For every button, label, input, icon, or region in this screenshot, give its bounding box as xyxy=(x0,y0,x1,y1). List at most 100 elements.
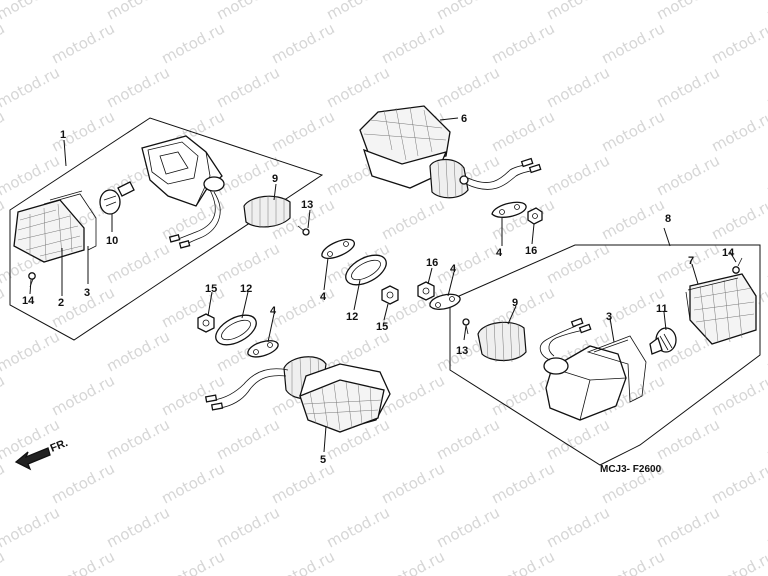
watermark-text: motod.ru xyxy=(433,63,502,111)
watermark-text: motod.ru xyxy=(763,415,768,463)
ring-12-lower xyxy=(215,314,257,346)
watermark-text: motod.ru xyxy=(488,459,557,507)
watermark-text: motod.ru xyxy=(708,547,768,576)
watermark-text: motod.ru xyxy=(0,459,8,507)
plate-4-middle-right xyxy=(429,293,461,310)
watermark-text: motod.ru xyxy=(0,195,8,243)
callout-15-lower: 15 xyxy=(205,283,217,295)
ring-12-middle xyxy=(345,254,387,286)
watermark-text: motod.ru xyxy=(708,107,768,155)
leader-lines xyxy=(29,117,737,453)
watermark-text: motod.ru xyxy=(598,107,667,155)
watermark-text: motod.ru xyxy=(48,371,117,419)
watermark-text: motod.ru xyxy=(433,239,502,287)
lens-7 xyxy=(685,273,757,345)
watermark-text: motod.ru xyxy=(0,503,63,551)
watermark-text: motod.ru xyxy=(323,0,392,24)
assembly-8-boundary xyxy=(449,244,761,466)
watermark-text: motod.ru xyxy=(0,283,8,331)
turn-signal-housing-left xyxy=(141,135,225,249)
callout-9-left: 9 xyxy=(272,173,278,185)
direction-label: FR. xyxy=(49,437,70,455)
callout-11: 11 xyxy=(656,303,668,315)
watermark-text: motod.ru xyxy=(0,19,8,67)
callout-4-lower: 4 xyxy=(270,305,277,317)
callout-16-middle: 16 xyxy=(426,257,438,269)
watermark-text: motod.ru xyxy=(323,503,392,551)
watermark-text: motod.ru xyxy=(433,415,502,463)
watermark-text: motod.ru xyxy=(543,63,612,111)
watermark-text: motod.ru xyxy=(268,19,337,67)
watermark-text: motod.ru xyxy=(0,151,63,199)
watermark-text: motod.ru xyxy=(488,547,557,576)
turn-signal-5 xyxy=(204,355,391,433)
lens-2 xyxy=(13,199,85,263)
watermark-text: motod.ru xyxy=(598,547,667,576)
turn-signal-housing-right xyxy=(539,317,627,421)
gasket-3-left xyxy=(43,190,97,251)
callout-15-middle: 15 xyxy=(376,321,388,333)
watermark-text: motod.ru xyxy=(653,0,722,24)
assembly-1-boundary xyxy=(9,117,324,341)
watermark-text: motod.ru xyxy=(763,503,768,551)
watermark-text: motod.ru xyxy=(103,63,172,111)
screw-14-left xyxy=(28,272,36,288)
callout-8: 8 xyxy=(665,213,671,225)
callout-13-right: 13 xyxy=(456,345,468,357)
watermark-text: motod.ru xyxy=(708,371,768,419)
callout-12-lower: 12 xyxy=(240,283,252,295)
watermark-text: motod.ru xyxy=(213,239,282,287)
callout-14-right: 14 xyxy=(722,247,735,259)
watermark-text: motod.ru xyxy=(268,459,337,507)
watermark-text: motod.ru xyxy=(158,283,227,331)
watermark-text: motod.ru xyxy=(213,503,282,551)
watermark-text: motod.ru xyxy=(433,0,502,24)
watermark-text: motod.ru xyxy=(708,19,768,67)
nut-15-middle xyxy=(381,285,399,305)
turn-signal-6 xyxy=(359,105,542,199)
watermark-text: motod.ru xyxy=(0,371,8,419)
diagram-code: MCJ3- F2600 xyxy=(600,464,662,475)
screw-13-left xyxy=(297,225,310,236)
watermark-text: motod.ru xyxy=(268,283,337,331)
watermark-text: motod.ru xyxy=(543,503,612,551)
watermark-text: motod.ru xyxy=(378,459,447,507)
watermark-text: motod.ru xyxy=(653,415,722,463)
nut-15-lower xyxy=(197,313,215,333)
watermark-text: motod.ru xyxy=(103,327,172,375)
watermark-text: motod.ru xyxy=(103,415,172,463)
callout-9-right: 9 xyxy=(512,297,518,309)
watermark-text: motod.ru xyxy=(708,195,768,243)
watermark-text: motod.ru xyxy=(0,107,8,155)
socket-9-right xyxy=(477,319,527,363)
watermark-text: motod.ru xyxy=(0,63,63,111)
bulb-10 xyxy=(99,181,135,215)
plate-4-middle-left xyxy=(321,238,355,259)
watermark-text: motod.ru xyxy=(48,107,117,155)
watermark-text: motod.ru xyxy=(158,371,227,419)
nut-16-upper xyxy=(527,207,543,225)
watermark-text: motod.ru xyxy=(0,0,63,24)
watermark-text: motod.ru xyxy=(653,63,722,111)
watermark-text: motod.ru xyxy=(103,503,172,551)
watermark-text: motod.ru xyxy=(0,547,8,576)
watermark-text: motod.ru xyxy=(763,327,768,375)
watermark-text: motod.ru xyxy=(543,415,612,463)
watermark-text: motod.ru xyxy=(158,459,227,507)
watermark-text: motod.ru xyxy=(103,0,172,24)
callout-7: 7 xyxy=(688,255,694,267)
callout-1: 1 xyxy=(60,129,66,141)
watermark-text: motod.ru xyxy=(763,151,768,199)
socket-9-left xyxy=(243,195,291,228)
watermark-text: motod.ru xyxy=(763,63,768,111)
watermark-text: motod.ru xyxy=(0,327,63,375)
callout-4-upper: 4 xyxy=(496,247,503,259)
watermark-text: motod.ru xyxy=(48,19,117,67)
plate-4-lower xyxy=(247,340,279,358)
callout-6: 6 xyxy=(461,113,467,125)
watermark-text: motod.ru xyxy=(48,547,117,576)
watermark-text: motod.ru xyxy=(543,239,612,287)
watermark-text: motod.ru xyxy=(598,195,667,243)
watermark-text: motod.ru xyxy=(213,63,282,111)
